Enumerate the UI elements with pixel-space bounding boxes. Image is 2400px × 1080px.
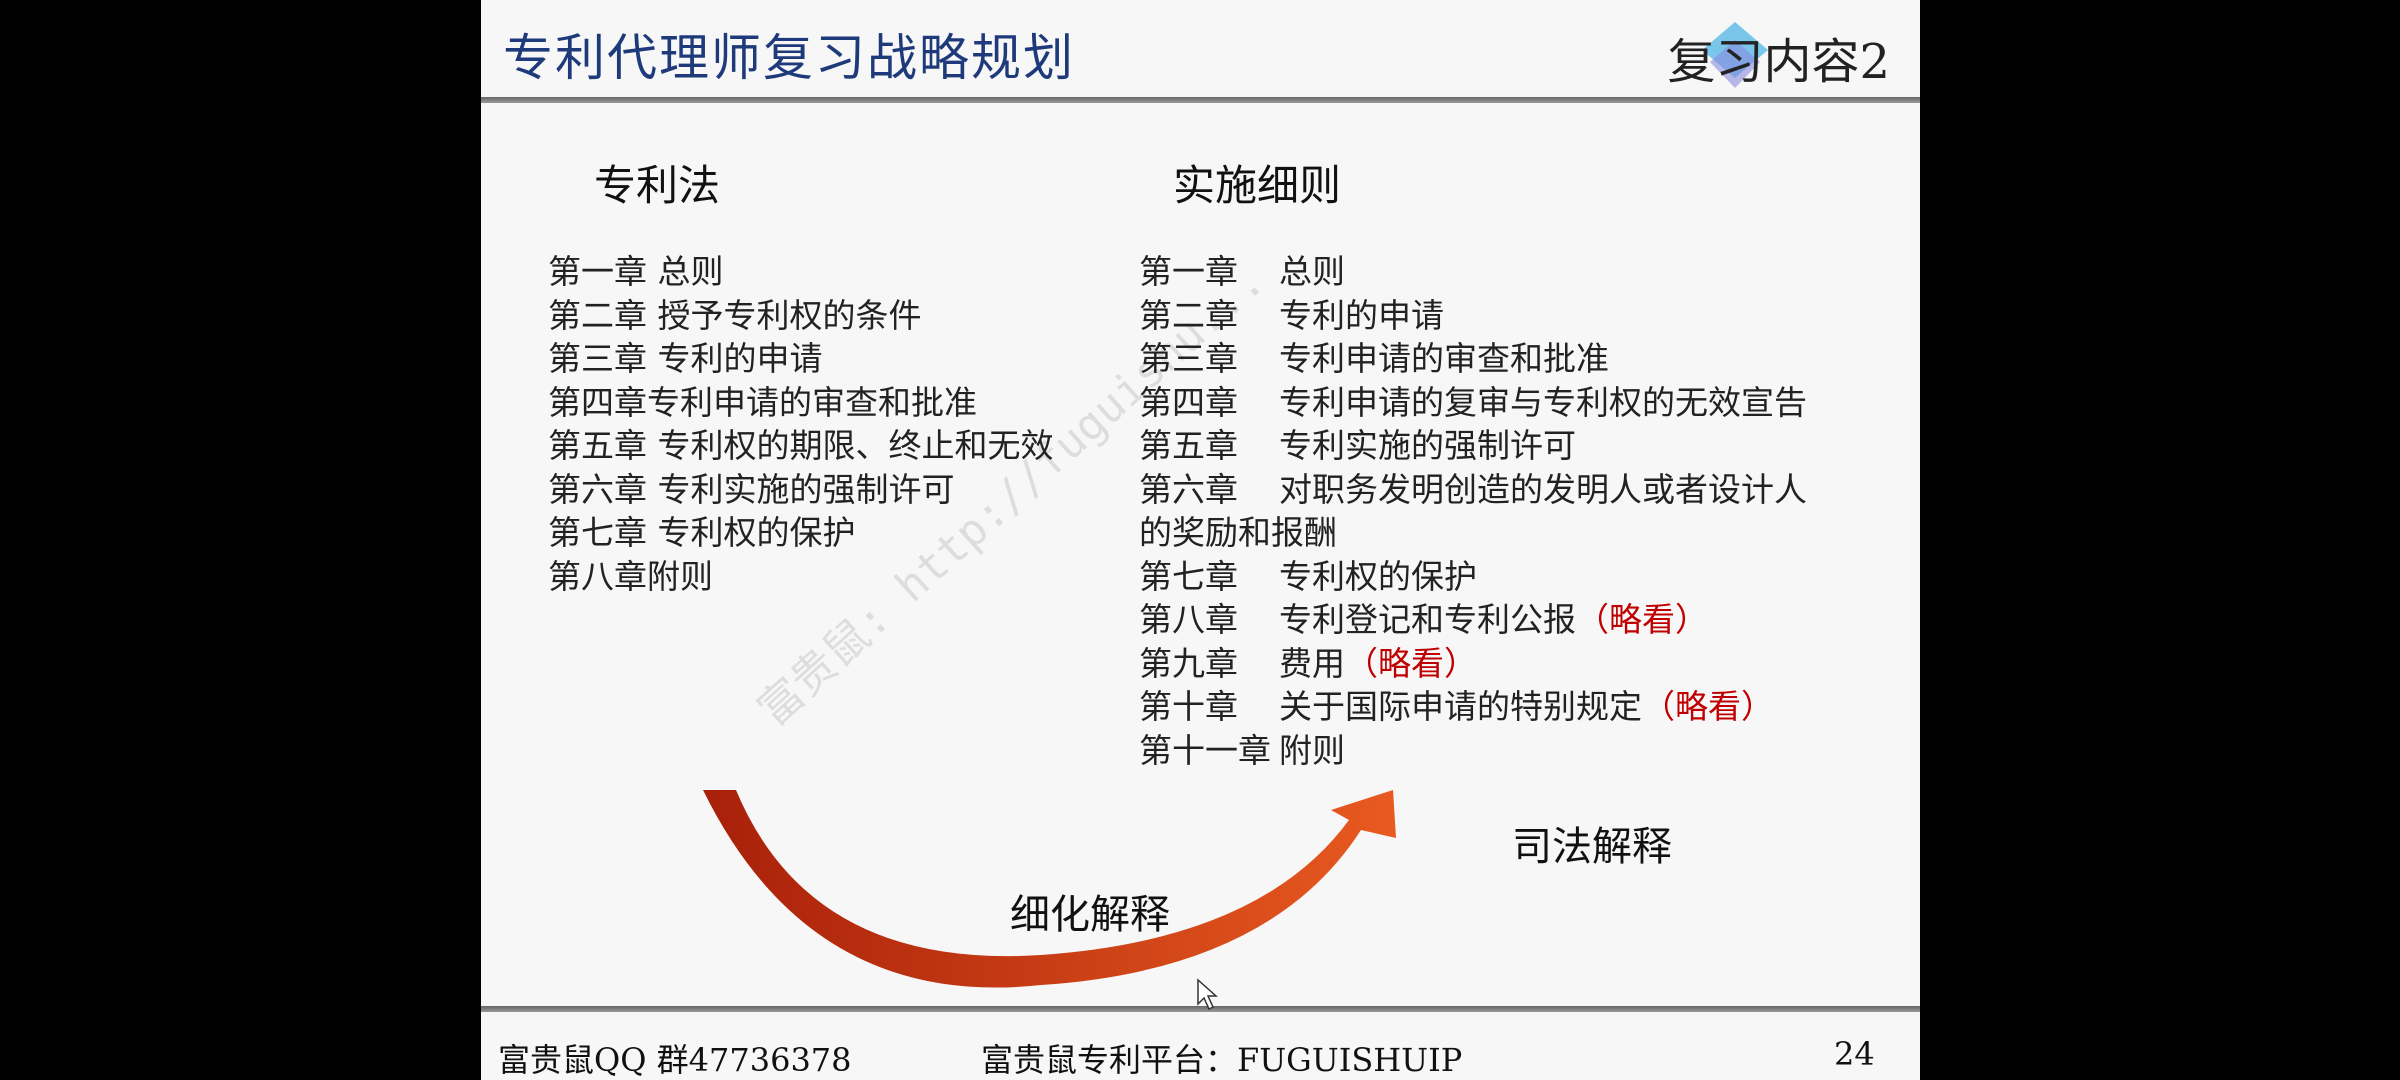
- chapter-item: 第十章 关于国际申请的特别规定（略看）: [1139, 685, 1807, 729]
- chapter-number: 第七章: [1139, 556, 1238, 596]
- chapter-title: 关于国际申请的特别规定: [1279, 687, 1642, 726]
- section-label: 复习内容2: [1667, 34, 1890, 90]
- chapter-number: 第十一章: [1139, 730, 1271, 770]
- chapter-item: 第八章附则: [548, 556, 713, 596]
- app-logo-icon: [1702, 22, 1768, 88]
- slide-title: 专利代理师复习战略规划: [503, 29, 1075, 87]
- implementing-rules-chapters: 第一章 总则第二章 专利的申请第三章 专利申请的审查和批准第四章 专利申请的复审与专利权…: [1139, 250, 1807, 772]
- judicial-interpretation: 司法解释: [1512, 824, 1672, 870]
- chapter-number: 第八章: [1139, 600, 1238, 639]
- chapter-number: 第九章: [1139, 643, 1238, 683]
- chapter-number: 第十章: [1139, 687, 1238, 726]
- refinement-arrow-icon: [703, 790, 1396, 988]
- chapter-item: 第三章 专利的申请: [548, 339, 823, 378]
- left-heading: 专利法: [594, 161, 721, 210]
- page-number: 24: [1834, 1035, 1875, 1073]
- chapter-number: 第四章: [1139, 382, 1238, 422]
- chapter-item: 第五章 专利实施的强制许可: [1139, 424, 1807, 468]
- chapter-item: 第四章专利申请的审查和批准: [548, 382, 977, 422]
- chapter-item: 第十一章附则: [1139, 729, 1807, 773]
- chapter-item: 第二章 授予专利权的条件: [548, 295, 922, 335]
- chapter-item: 第八章 专利登记和专利公报（略看）: [1139, 598, 1807, 642]
- skim-note: （略看）: [1345, 643, 1477, 683]
- mouse-cursor-icon: [1197, 978, 1218, 1011]
- chapter-item: 第三章 专利申请的审查和批准: [1139, 337, 1807, 381]
- chapter-number: 第一章: [1139, 252, 1238, 291]
- skim-note: （略看）: [1642, 687, 1774, 726]
- chapter-item: 第五章 专利权的期限、终止和无效: [548, 426, 1054, 465]
- chapter-title: 费用: [1279, 643, 1345, 683]
- chapter-title: 专利实施的强制许可: [1279, 426, 1576, 465]
- footer-qq: 富贵鼠QQ 群47736378: [498, 1041, 852, 1079]
- chapter-title: 专利的申请: [1279, 295, 1444, 335]
- slide: 专利代理师复习战略规划 复习内容2 富贵鼠: http://fuguishu..…: [481, 0, 1920, 1080]
- chapter-item: 第一章 总则: [548, 252, 724, 291]
- patent-law-chapters: 第一章 总则第二章 授予专利权的条件第三章 专利的申请第四章专利申请的审查和批准…: [548, 250, 1054, 598]
- chapter-item: 第六章 对职务发明创造的发明人或者设计人: [1139, 468, 1807, 512]
- chapter-title: 专利申请的复审与专利权的无效宣告: [1279, 382, 1807, 422]
- chapter-item: 第九章 费用（略看）: [1139, 642, 1807, 686]
- chapter-item: 第七章 专利权的保护: [1139, 555, 1807, 599]
- chapter-title: 专利申请的审查和批准: [1279, 339, 1609, 378]
- chapter-title: 对职务发明创造的发明人或者设计人: [1279, 469, 1807, 509]
- chapter-title: 专利权的保护: [1279, 556, 1477, 596]
- header-divider: [481, 97, 1920, 103]
- chapter-number: 第五章: [1139, 426, 1238, 465]
- chapter-number: 第三章: [1139, 339, 1238, 378]
- chapter-item: 第二章 专利的申请: [1139, 294, 1807, 338]
- footer-platform: 富贵鼠专利平台：FUGUISHUIP: [981, 1041, 1463, 1079]
- right-heading: 实施细则: [1173, 161, 1342, 210]
- skim-note: （略看）: [1576, 600, 1708, 639]
- chapter-item: 的奖励和报酬: [1139, 511, 1807, 555]
- chapter-item: 第七章 专利权的保护: [548, 513, 856, 552]
- footer-divider: [481, 1006, 1920, 1012]
- chapter-title: 专利登记和专利公报: [1279, 600, 1576, 639]
- chapter-number: 的奖励和报酬: [1139, 513, 1337, 552]
- arrow-label: 细化解释: [1010, 892, 1170, 938]
- chapter-item: 第一章 总则: [1139, 250, 1807, 294]
- chapter-title: 总则: [1279, 252, 1345, 291]
- chapter-number: 第六章: [1139, 469, 1238, 509]
- chapter-number: 第二章: [1139, 295, 1238, 335]
- chapter-title: 附则: [1279, 730, 1345, 770]
- chapter-item: 第四章 专利申请的复审与专利权的无效宣告: [1139, 381, 1807, 425]
- chapter-item: 第六章 专利实施的强制许可: [548, 469, 955, 509]
